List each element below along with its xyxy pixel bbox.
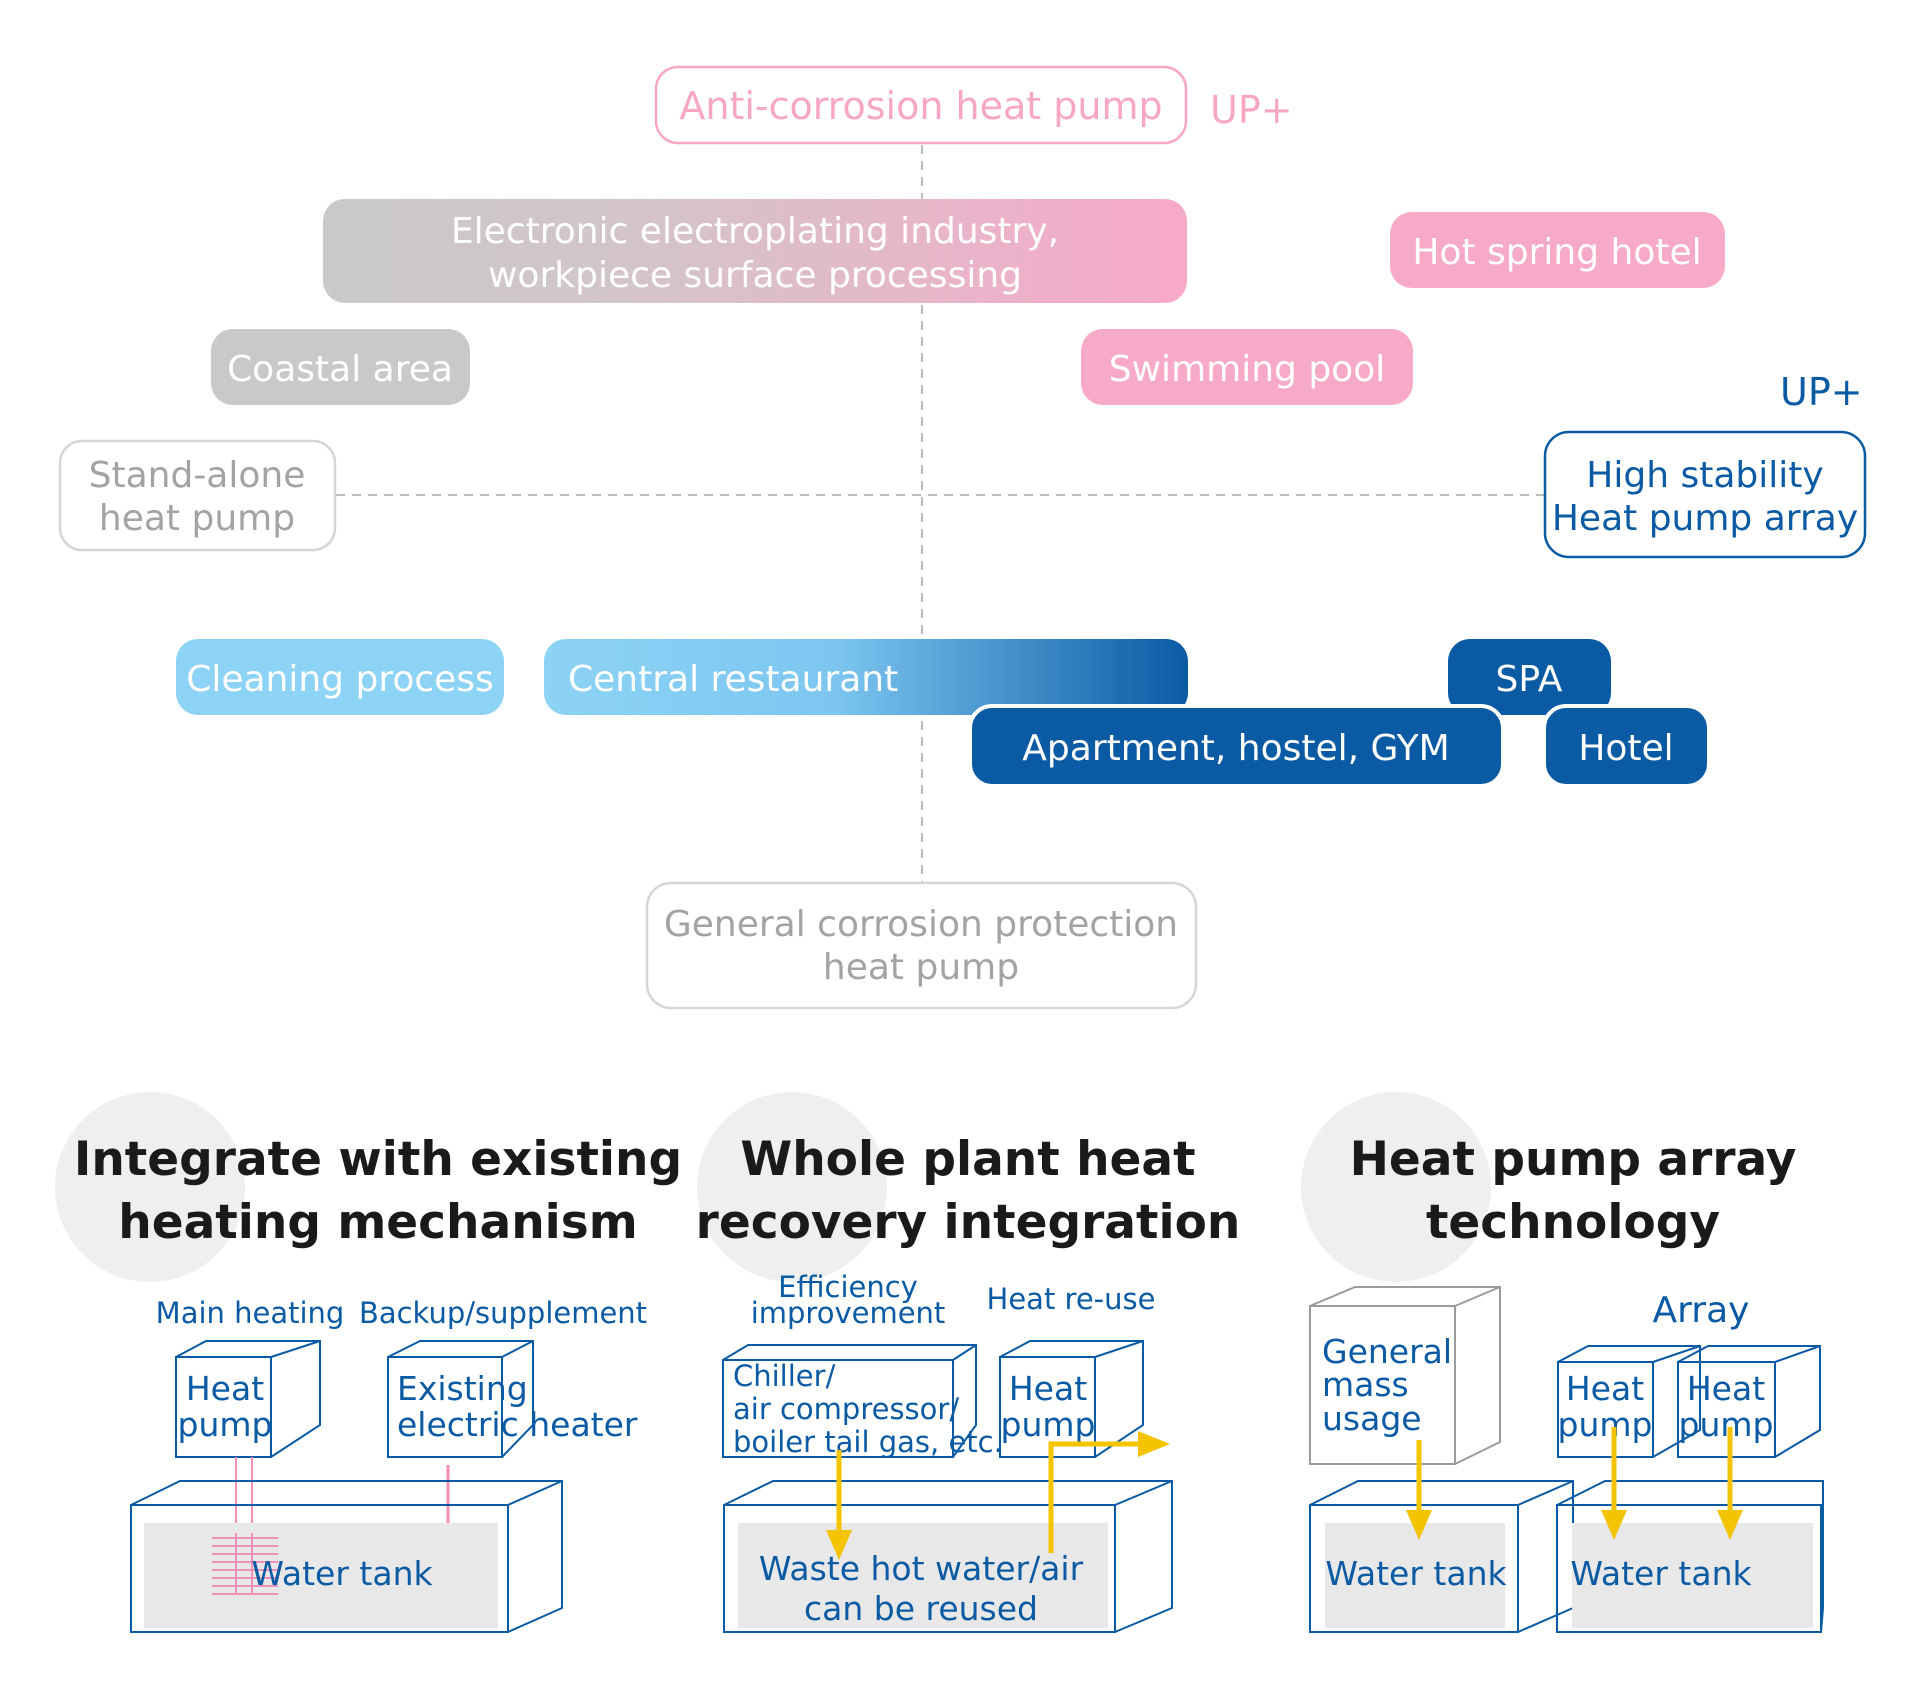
general-mass-box <box>1309 1286 1501 1465</box>
tank-2-line2: can be reused <box>804 1589 1038 1628</box>
top-up-plus: UP+ <box>1210 88 1293 132</box>
section-1-circle <box>55 1092 245 1282</box>
water-tank-1 <box>130 1480 563 1633</box>
section-2-circle <box>697 1092 887 1282</box>
heat-pump-1-line1: Heat <box>186 1369 264 1408</box>
stand-alone-box <box>58 439 337 552</box>
general-mass-line2: mass <box>1322 1365 1409 1404</box>
array-heat-pump-1 <box>1557 1345 1701 1458</box>
existing-heater-line2: electric heater <box>397 1405 638 1444</box>
tag-apartment <box>968 704 1505 788</box>
water-tank-1-label: Water tank <box>251 1554 433 1593</box>
water-tank-3a-label: Water tank <box>1325 1554 1507 1593</box>
tank-2-line1: Waste hot water/air <box>759 1549 1084 1588</box>
chiller-line1: Chiller/ <box>733 1359 836 1393</box>
matrix: Anti-corrosion heat pump UP+ Electronic … <box>58 65 1867 1010</box>
tag-electroplating-line1: Electronic electroplating industry, <box>451 211 1059 252</box>
tag-coastal-label: Coastal area <box>227 349 453 390</box>
array-arrow-1 <box>1406 1440 1432 1540</box>
section-recovery: Whole plant heat recovery integration Ef… <box>696 1092 1241 1633</box>
tag-swimming-pool-label: Swimming pool <box>1109 349 1385 390</box>
stand-alone-line2: heat pump <box>99 498 295 539</box>
array-label: Array <box>1653 1290 1750 1331</box>
section-3-circle <box>1301 1092 1491 1282</box>
water-tank-2 <box>723 1480 1173 1633</box>
right-up-plus: UP+ <box>1780 370 1863 414</box>
tag-hotel <box>1542 704 1711 788</box>
anti-corrosion-label: Anti-corrosion heat pump <box>679 84 1162 128</box>
heat-pump-1-line2: pump <box>178 1405 273 1444</box>
heat-pump-2-line1: Heat <box>1009 1369 1087 1408</box>
tag-electroplating-line2: workpiece surface processing <box>488 255 1022 296</box>
section-2-title-line2: recovery integration <box>696 1195 1241 1250</box>
array-arrow-2 <box>1601 1427 1627 1540</box>
array-heat-pump-2 <box>1677 1345 1821 1458</box>
existing-heater-line1: Existing <box>397 1369 528 1408</box>
section-1-title-line2: heating mechanism <box>118 1195 638 1250</box>
general-corrosion-line2: heat pump <box>823 947 1019 988</box>
tag-spa-label: SPA <box>1496 659 1563 700</box>
chiller-line3: boiler tail gas, etc. <box>733 1425 1003 1459</box>
heating-coil-icon <box>212 1533 278 1595</box>
backup-label: Backup/supplement <box>359 1296 647 1330</box>
tag-central-restaurant-label: Central restaurant <box>568 659 898 700</box>
array-heat-pump-1-line1: Heat <box>1566 1369 1644 1408</box>
heat-pump-cube-2 <box>999 1340 1144 1458</box>
array-heat-pump-2-line1: Heat <box>1687 1369 1765 1408</box>
main-heating-label: Main heating <box>156 1296 345 1330</box>
stand-alone-line1: Stand-alone <box>89 455 306 496</box>
high-stability-line2: Heat pump array <box>1552 498 1858 539</box>
section-1-title-line1: Integrate with existing <box>74 1132 682 1187</box>
high-stability-box <box>1543 430 1867 559</box>
array-heat-pump-1-line2: pump <box>1558 1405 1653 1444</box>
general-mass-line3: usage <box>1322 1399 1422 1438</box>
tag-spa <box>1448 639 1611 715</box>
general-mass-line1: General <box>1322 1332 1452 1371</box>
tag-apartment-label: Apartment, hostel, GYM <box>1022 728 1449 769</box>
tag-central-restaurant <box>544 639 1188 715</box>
heat-reuse-label: Heat re-use <box>987 1282 1156 1316</box>
section-3-title-line1: Heat pump array <box>1350 1132 1797 1187</box>
efficiency-line1: Efficiency <box>778 1270 918 1304</box>
high-stability-line1: High stability <box>1586 455 1823 496</box>
heat-reuse-arrow <box>1048 1431 1170 1553</box>
tag-hotel-label: Hotel <box>1578 728 1673 769</box>
array-heat-pump-2-line2: pump <box>1679 1405 1774 1444</box>
anti-corrosion-box <box>654 65 1188 145</box>
heat-pump-cube-1 <box>175 1340 321 1458</box>
section-array: Heat pump array technology General mass … <box>1301 1092 1824 1633</box>
heat-pump-2-line2: pump <box>1001 1405 1096 1444</box>
general-corrosion-box <box>645 881 1198 1010</box>
array-arrow-3 <box>1717 1427 1743 1540</box>
tag-swimming-pool <box>1081 329 1413 405</box>
section-3-title-line2: technology <box>1426 1195 1720 1250</box>
tag-electroplating <box>323 199 1187 303</box>
existing-heater-cube <box>387 1340 534 1458</box>
tag-cleaning <box>176 639 504 715</box>
chiller-line2: air compressor/ <box>733 1392 959 1426</box>
section-integrate: Integrate with existing heating mechanis… <box>55 1092 682 1633</box>
water-tank-3a <box>1309 1480 1574 1633</box>
tag-coastal <box>211 329 470 405</box>
efficiency-line2: improvement <box>751 1296 946 1330</box>
tag-hot-spring-label: Hot spring hotel <box>1412 232 1701 273</box>
water-tank-3b-label: Water tank <box>1570 1554 1752 1593</box>
tag-cleaning-label: Cleaning process <box>186 659 494 700</box>
tag-hot-spring <box>1390 212 1725 288</box>
general-corrosion-line1: General corrosion protection <box>664 904 1178 945</box>
section-2-title-line1: Whole plant heat <box>740 1132 1195 1187</box>
water-tank-3b <box>1556 1480 1824 1633</box>
recovery-arrow-down <box>826 1450 852 1560</box>
